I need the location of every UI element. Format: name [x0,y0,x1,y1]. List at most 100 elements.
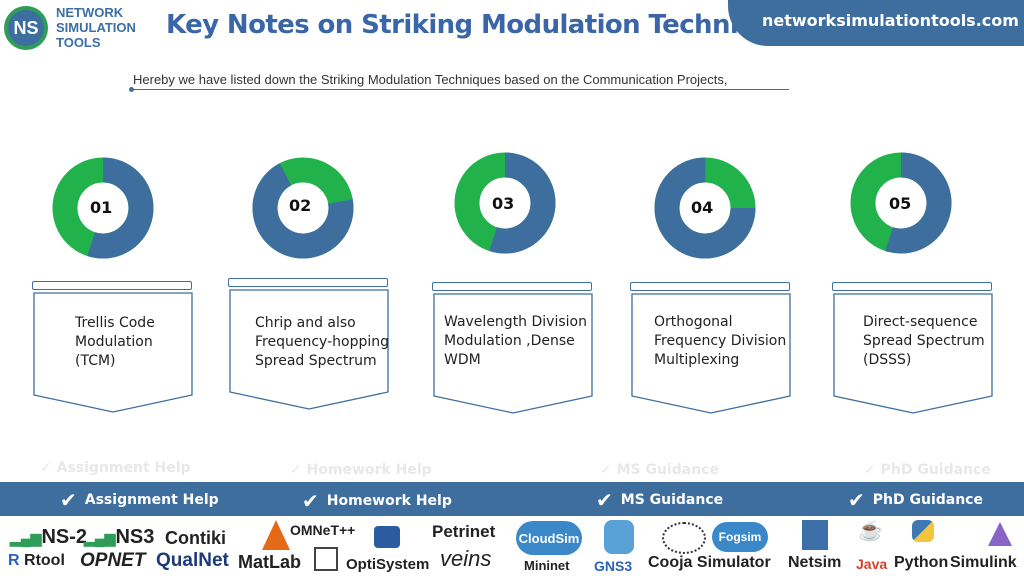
service-reflection: ✓ Homework Help [290,462,432,478]
card-line: (TCM) [75,353,116,369]
page-title: Key Notes on Striking Modulation Techniq… [166,10,807,40]
donut-chart-04 [654,157,756,259]
tool-mininet-logo: Mininet [524,558,570,573]
tool-ns3-logo: ▂▄▆NS3 [84,526,154,549]
tool-veins-logo: veins [440,546,492,571]
card-text-02: Chrip and also Frequency-hopping Spread … [255,314,389,371]
service-reflection: ✓ MS Guidance [600,462,719,478]
donut-blue-segment [850,152,952,254]
donut-blue-segment [454,152,556,254]
donut-chart-05 [850,152,952,254]
card-header-bar-03 [432,282,592,291]
card-05 [833,293,993,414]
card-line: Frequency-hopping [255,334,389,350]
service-label: Assignment Help [84,492,219,508]
tool-simulink-logo: Simulink [950,554,1017,571]
service-homework-help[interactable]: ✔Homework Help [302,489,452,513]
card-header-bar-02 [228,278,388,287]
logo-line-2: SIMULATION [56,20,136,35]
tool-netsim-logo: Netsim [788,554,842,571]
intro-text: Hereby we have listed down the Striking … [133,72,728,87]
tool-cooja-logo: Cooja Simulator [648,554,771,571]
card-line: Multiplexing [654,352,740,368]
card-04 [631,293,791,414]
tool-python-logo: Python [894,554,949,571]
donut-chart-03 [454,152,556,254]
simulink-icon [988,522,1012,546]
logo-mark: NS [8,10,44,46]
card-01 [33,292,193,413]
service-assignment-help[interactable]: ✔ Assignment Help [60,488,219,512]
netsim-grid-icon [802,520,828,550]
card-03 [433,293,593,414]
tool-name: NS3 [115,526,155,548]
donut-chart-01 [52,157,154,259]
card-text-04: Orthogonal Frequency Division Multiplexi… [654,313,786,370]
tool-name: Rtool [24,552,65,569]
card-02 [229,289,389,410]
card-line: (DSSS) [863,352,912,368]
card-line: Trellis Code [75,315,155,331]
service-reflection: ✓ Assignment Help [40,460,191,476]
check-icon: ✔ [302,489,319,513]
service-reflection-label: PhD Guidance [880,462,991,478]
service-ms-guidance[interactable]: ✔MS Guidance [596,488,723,512]
tool-name: NS-2 [41,526,88,548]
tool-matlab-logo: MatLab [238,552,301,572]
check-icon: ✔ [60,488,77,512]
cooja-network-icon [662,522,706,554]
card-text-05: Direct-sequence Spread Spectrum (DSSS) [863,313,985,370]
tool-java-logo: Java [856,556,888,572]
card-line: Frequency Division [654,333,787,349]
service-reflection-label: MS Guidance [616,462,719,478]
card-line: Spread Spectrum [255,353,377,369]
tool-opnet-logo: OPNET [80,550,146,571]
card-line: Wavelength Division [444,314,587,330]
tool-petrinet-logo: Petrinet [432,522,496,541]
tool-omnet-logo: OMNeT++ [290,522,356,538]
donut-blue-segment [654,157,756,259]
services-bar [0,482,1024,516]
logo-line-3: TOOLS [56,35,101,50]
r-icon: R [8,552,20,569]
tool-gns3-logo: GNS3 [594,558,633,574]
card-text-01: Trellis Code Modulation (TCM) [75,314,155,371]
card-header-bar-05 [832,282,992,291]
card-line: Orthogonal [654,314,733,330]
site-url[interactable]: networksimulationtools.com [762,11,1019,30]
tool-rtool-logo: R Rtool [8,552,65,570]
item-number-04: 04 [691,198,714,217]
item-number-01: 01 [90,198,113,217]
service-phd-guidance[interactable]: ✔ PhD Guidance [848,488,983,512]
site-url-tab[interactable] [728,0,1024,46]
service-label: MS Guidance [620,492,724,508]
card-line: Direct-sequence [863,314,978,330]
donut-chart-02 [252,157,354,259]
service-reflection-label: Homework Help [306,462,432,478]
check-icon: ✔ [848,488,865,512]
optisystem-icon [314,547,338,571]
tool-contiki-logo: Contiki [165,528,226,548]
tool-optisystem-logo: OptiSystem [346,556,430,573]
item-number-02: 02 [289,196,312,215]
matlab-peak-icon [262,520,290,550]
tool-ns2-logo: ▂▄▆NS-2 [10,526,87,549]
service-reflection: ✓ PhD Guidance [864,462,991,478]
omnet-chip-icon [374,526,400,548]
tool-cloudsim-logo: CloudSim [516,521,582,555]
card-header-bar-04 [630,282,790,291]
gns3-icon [604,520,634,554]
item-number-05: 05 [889,194,912,213]
card-line: Chrip and also [255,315,356,331]
logo-line-1: NETWORK [56,5,124,20]
card-line: Modulation [75,334,153,350]
intro-bullet-dot [129,87,134,92]
service-label: PhD Guidance [872,492,983,508]
card-text-03: Wavelength Division Modulation ,Dense WD… [444,313,587,370]
java-cup-icon: ☕ [858,520,883,542]
intro-underline [131,89,789,90]
signal-bars-icon: ▂▄▆ [10,530,42,546]
donut-blue-segment [252,157,354,259]
service-reflection-label: Assignment Help [56,460,191,476]
card-line: WDM [444,352,481,368]
